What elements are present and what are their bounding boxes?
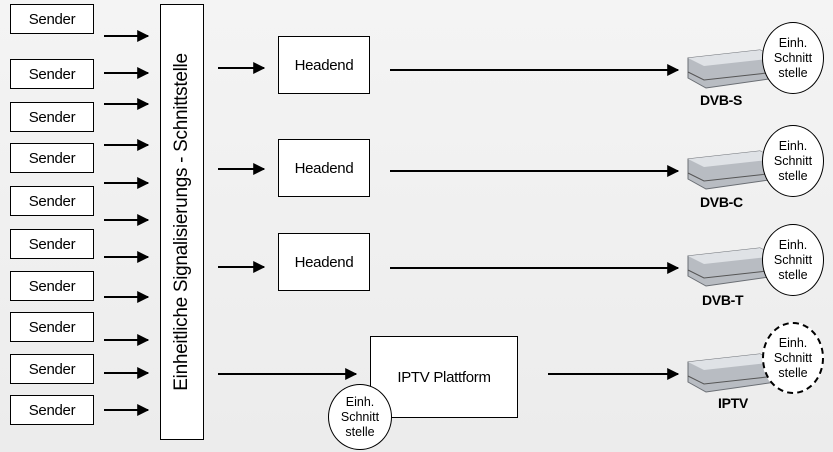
sender-box: Sender <box>10 143 94 173</box>
signalling-interface-label: Einheitliche Signalisierungs - Schnittst… <box>171 53 192 391</box>
interface-circle: Einh. Schnitt stelle <box>762 125 824 197</box>
sender-box: Sender <box>10 4 94 34</box>
interface-circle-platform: Einh. Schnitt stelle <box>328 384 392 450</box>
sender-box: Sender <box>10 271 94 301</box>
headend-box: Headend <box>278 139 370 197</box>
sender-box: Sender <box>10 102 94 132</box>
sender-box: Sender <box>10 229 94 259</box>
set-top-box-icon <box>687 353 777 393</box>
receiver-label-dvb-s: DVB-S <box>700 92 743 108</box>
interface-circle-dashed: Einh. Schnitt stelle <box>762 322 824 394</box>
signalling-interface-box: Einheitliche Signalisierungs - Schnittst… <box>160 4 204 440</box>
sender-box: Sender <box>10 312 94 342</box>
receiver-label-dvb-t: DVB-T <box>702 292 744 308</box>
sender-box: Sender <box>10 186 94 216</box>
receiver-label-dvb-c: DVB-C <box>700 194 743 210</box>
interface-circle: Einh. Schnitt stelle <box>762 224 824 296</box>
headend-box: Headend <box>278 233 370 291</box>
sender-box: Sender <box>10 59 94 89</box>
receiver-label-iptv: IPTV <box>718 395 748 411</box>
headend-box: Headend <box>278 36 370 94</box>
set-top-box-icon <box>687 49 777 89</box>
set-top-box-icon <box>687 150 777 190</box>
sender-box: Sender <box>10 354 94 384</box>
interface-circle: Einh. Schnitt stelle <box>762 22 824 94</box>
sender-box: Sender <box>10 395 94 425</box>
iptv-platform-box: IPTV Plattform <box>370 336 518 418</box>
